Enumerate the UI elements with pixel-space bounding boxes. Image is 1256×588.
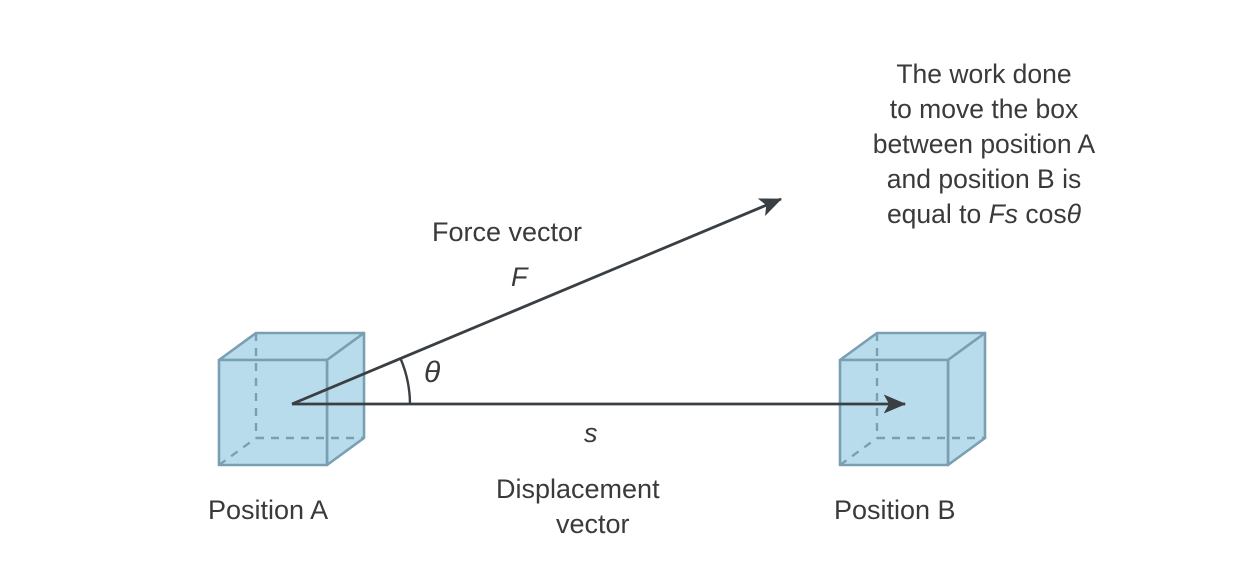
formula-cos: cos (1018, 199, 1067, 229)
angle-theta-label: θ (424, 356, 441, 389)
note-line-4: and position B is (886, 164, 1082, 194)
note-line-formula: equal to Fs cosθ (838, 197, 1130, 232)
box-b (838, 331, 987, 467)
angle-arc-theta (399, 358, 412, 405)
work-explanation-note: The work done to move the box between po… (838, 57, 1130, 232)
box-a-label: Position A (208, 495, 329, 525)
formula-theta: θ (1066, 199, 1082, 229)
formula-variables: Fs (988, 199, 1019, 229)
force-vector-label: Force vector (432, 217, 583, 247)
box-a (217, 331, 366, 467)
formula-prefix: equal to (886, 199, 989, 229)
note-line-3: between position A (872, 129, 1096, 159)
box-b-hidden-edge-diagonal (839, 437, 878, 466)
force-vector-symbol: F (511, 262, 528, 292)
note-line-2: to move the box (889, 94, 1079, 124)
displacement-vector-label-line2: vector (556, 509, 630, 539)
box-a-hidden-edge-diagonal (218, 437, 257, 466)
box-b-label: Position B (834, 495, 956, 525)
box-b-front-face (838, 358, 950, 467)
displacement-vector-symbol: s (584, 418, 598, 448)
box-a-front-face (217, 358, 329, 467)
displacement-vector-label-line1: Displacement (496, 474, 660, 504)
force-vector-arrow (291, 197, 783, 406)
note-line-1: The work done (896, 59, 1072, 89)
